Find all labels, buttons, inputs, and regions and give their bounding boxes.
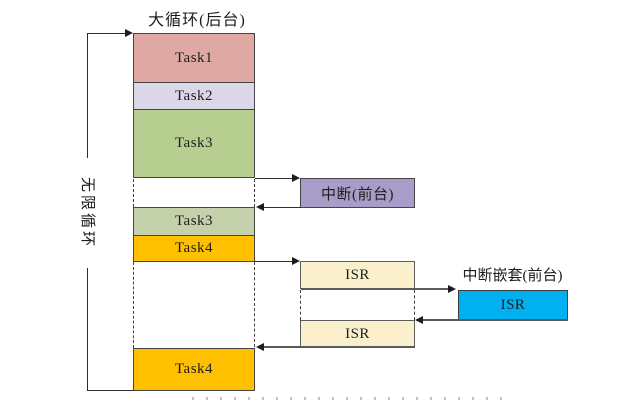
arrow-interrupt-return-line — [263, 207, 301, 208]
interrupt-box: 中断(前台) — [300, 178, 415, 208]
arrow-isr-to-nested-head-icon — [448, 285, 456, 293]
suspend-dash-right-2 — [254, 262, 255, 347]
nested-interrupt-label: 中断嵌套(前台) — [462, 268, 563, 284]
suspend-dash-left-2 — [133, 262, 134, 348]
cut-off-caption — [192, 397, 504, 400]
task4-box: Task4 — [133, 235, 255, 262]
arrow-isr-return-head-icon — [256, 343, 264, 351]
arrow-isr-return-line — [263, 346, 414, 348]
main-loop-title: 大循环(后台) — [148, 12, 246, 29]
task4-resumed-box: Task4 — [133, 348, 255, 391]
arrow-nested-return-head-icon — [415, 316, 423, 324]
arrow-task4-to-isr-head-icon — [292, 257, 300, 265]
arrow-task3-to-interrupt-line — [255, 178, 292, 179]
loop-bottom-line — [87, 390, 133, 391]
task1-box: Task1 — [133, 33, 255, 83]
task3-box: Task3 — [133, 109, 255, 178]
isr-suspend-dash-left — [300, 290, 301, 320]
arrow-task4-to-isr-line — [255, 261, 292, 262]
task2-box: Task2 — [133, 82, 255, 110]
arrow-interrupt-return-head-icon — [256, 203, 264, 211]
infinite-loop-label: 无限循环 — [78, 158, 96, 268]
loop-top-arrow-line — [87, 33, 125, 34]
isr-box-1: ISR — [300, 261, 415, 289]
suspend-dash-right-1 — [254, 179, 255, 207]
isr-suspend-dash-right — [414, 290, 415, 320]
arrow-task3-to-interrupt-head-icon — [292, 174, 300, 182]
isr-box-2: ISR — [300, 320, 415, 348]
task3-resumed-box: Task3 — [133, 207, 255, 236]
arrow-isr-to-nested-line — [301, 288, 448, 290]
arrow-nested-return-line — [422, 319, 568, 321]
suspend-dash-left-1 — [133, 179, 134, 207]
loop-top-arrowhead-icon — [125, 29, 133, 37]
nested-isr-box: ISR — [458, 290, 568, 320]
